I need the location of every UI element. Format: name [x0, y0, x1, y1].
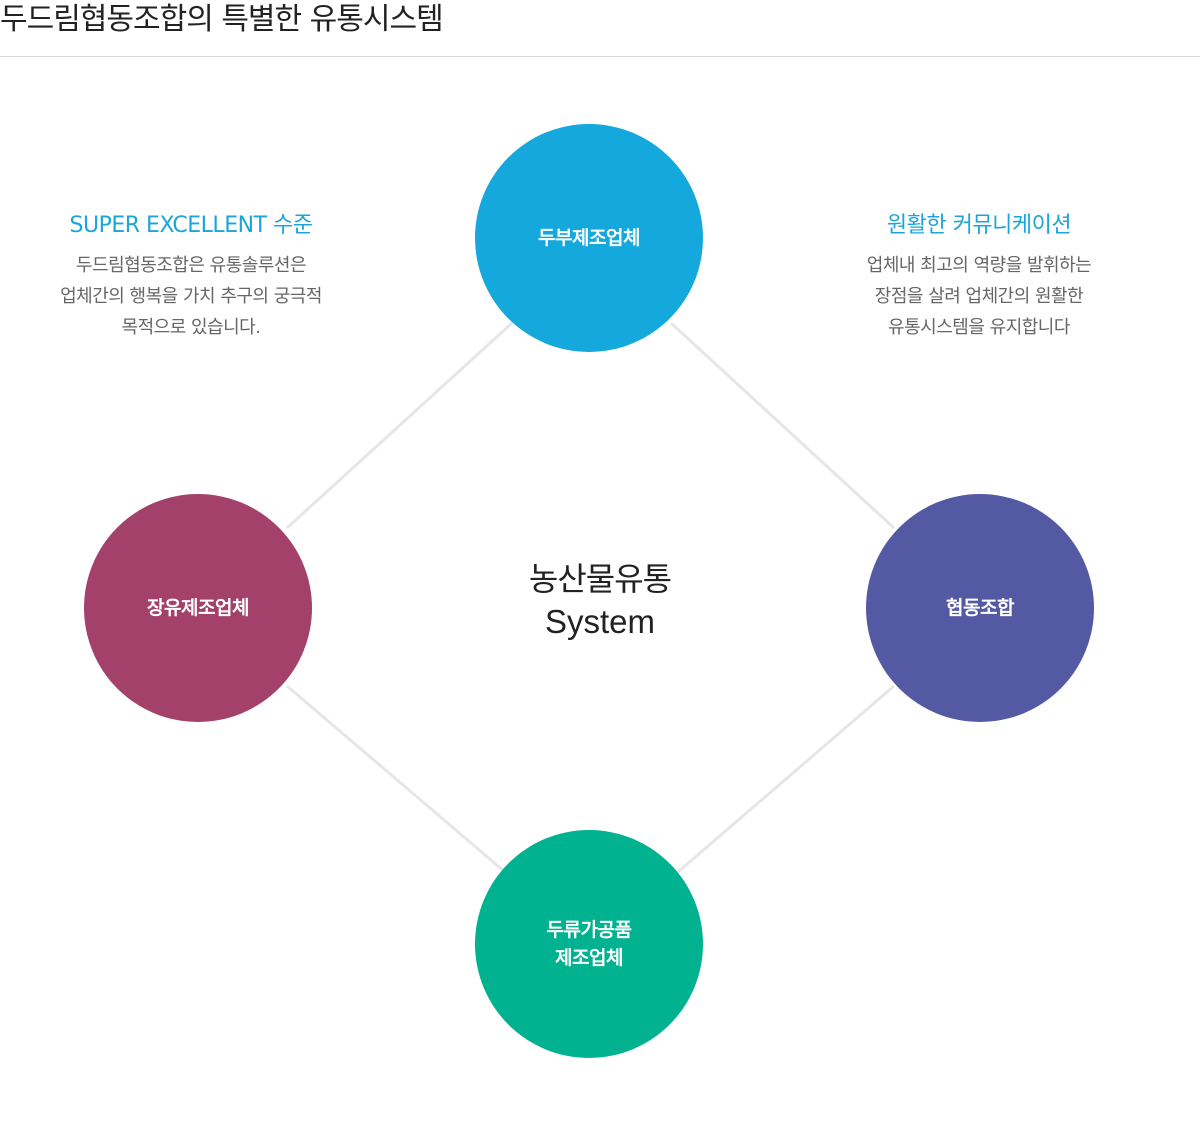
left-info-line: 두드림협동조합은 유통솔루션은 [75, 255, 307, 276]
node-bottom: 두류가공품 제조업체 [475, 830, 703, 1058]
connector-right-bottom [670, 684, 895, 880]
left-info-block: SUPER EXCELLENT 수준 두드림협동조합은 유통솔루션은 업체간의 … [11, 210, 371, 343]
node-left: 장유제조업체 [84, 494, 312, 722]
node-right: 협동조합 [866, 494, 1094, 722]
left-info-text: 두드림협동조합은 유통솔루션은 업체간의 행복을 가치 추구의 궁극적 목적으로… [11, 250, 371, 343]
node-top-label: 두부제조업체 [538, 227, 640, 249]
connector-top-left [285, 321, 514, 530]
right-info-line: 유통시스템을 유지합니다 [888, 317, 1070, 338]
page-title: 두드림협동조합의 특별한 유통시스템 [0, 2, 444, 37]
node-right-label: 협동조합 [946, 597, 1014, 619]
left-info-heading: SUPER EXCELLENT 수준 [69, 213, 313, 238]
connector-left-bottom [286, 684, 513, 880]
left-info-line: 업체간의 행복을 가치 추구의 궁극적 [60, 286, 322, 307]
node-top: 두부제조업체 [475, 124, 703, 352]
center-title-line2: System [544, 603, 656, 640]
connector-top-right [669, 321, 896, 530]
left-info-line: 목적으로 있습니다. [121, 317, 261, 338]
right-info-line: 장점을 살려 업체간의 원활한 [874, 286, 1084, 307]
right-info-text: 업체내 최고의 역량을 발휘하는 장점을 살려 업체간의 원활한 유통시스템을 … [799, 250, 1159, 343]
title-divider [0, 56, 1200, 57]
right-info-block: 원활한 커뮤니케이션 업체내 최고의 역량을 발휘하는 장점을 살려 업체간의 … [799, 210, 1159, 343]
center-title-line1: 농산물유통 [528, 560, 672, 598]
node-bottom-label: 두류가공품 제조업체 [546, 919, 632, 969]
center-title: 농산물유통 System [450, 558, 750, 644]
right-info-line: 업체내 최고의 역량을 발휘하는 [866, 255, 1092, 276]
node-left-label: 장유제조업체 [147, 597, 249, 619]
right-info-heading: 원활한 커뮤니케이션 [886, 213, 1072, 238]
